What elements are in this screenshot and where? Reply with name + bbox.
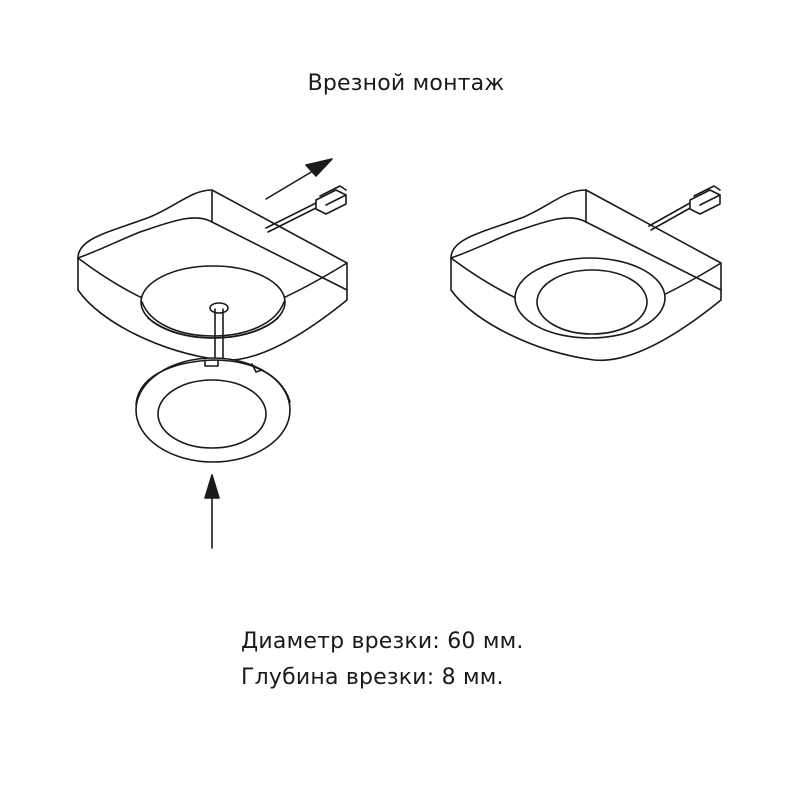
- wire-left: [209, 302, 229, 363]
- housing-right: [450, 189, 722, 362]
- arrow-diagonal-icon: [265, 158, 333, 200]
- installation-specs: Диаметр врезки: 60 мм. Глубина врезки: 8…: [241, 624, 524, 696]
- cable-left: [265, 185, 347, 233]
- cut-depth-text: Глубина врезки: 8 мм.: [241, 665, 504, 690]
- cut-diameter-text: Диаметр врезки: 60 мм.: [241, 629, 524, 654]
- diagram-title: Врезной монтаж: [307, 71, 505, 96]
- arrow-up-icon: [204, 474, 220, 549]
- housing-left: [77, 189, 348, 362]
- lamp-left: [135, 357, 291, 463]
- cable-right: [648, 185, 721, 231]
